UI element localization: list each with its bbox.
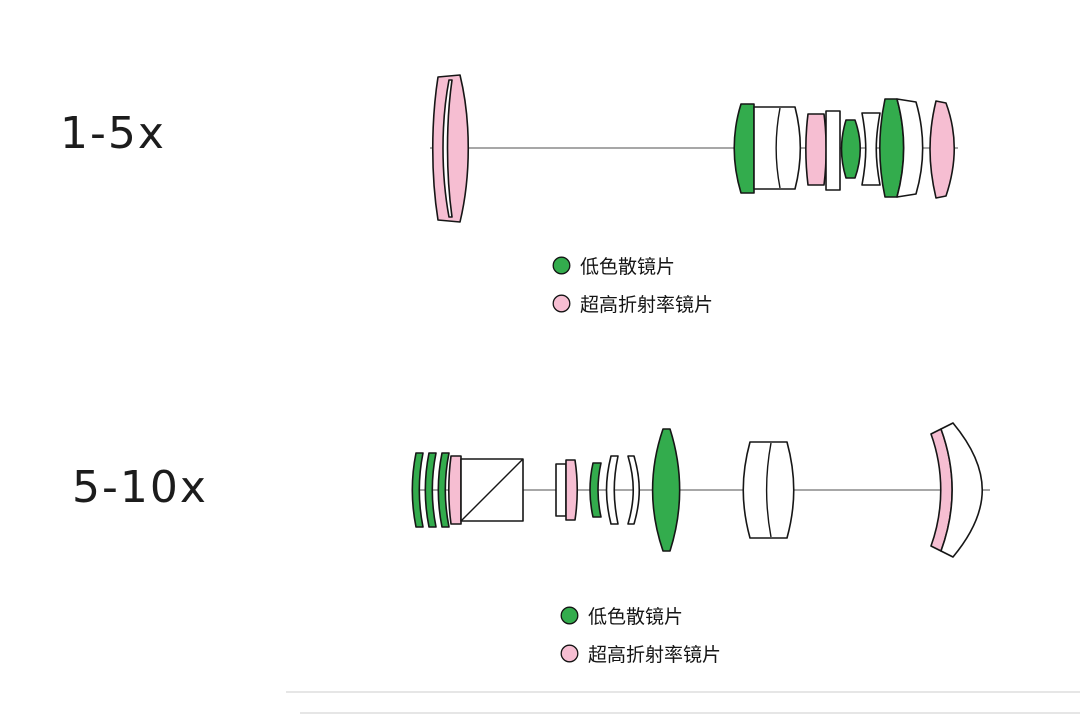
rear-pink-lens <box>804 113 828 186</box>
legend-item-low-dispersion: 低色散镜片 <box>560 602 721 629</box>
rear-pink-meniscus <box>929 100 956 199</box>
legend-label: 低色散镜片 <box>588 606 684 628</box>
legend-item-low-dispersion: 低色散镜片 <box>552 252 713 279</box>
green-lens-3 <box>437 452 450 528</box>
green-biconvex-lens <box>651 428 681 552</box>
green-lens-2 <box>424 452 437 528</box>
front-pink-meniscus <box>431 74 470 223</box>
white-lens-2 <box>627 455 640 525</box>
legend-item-high-refraction: 超高折射率镜片 <box>552 290 713 317</box>
front-cemented-surface <box>442 79 453 218</box>
white-lens-1 <box>605 455 619 525</box>
doublet-lens <box>742 441 795 539</box>
prism-diagonal <box>460 458 524 522</box>
pink-slab-lens <box>447 455 462 525</box>
legend-1-5x: 低色散镜片 超高折射率镜片 <box>552 252 713 317</box>
rear-lens-group <box>733 98 956 199</box>
zoom-1-5x-diagram <box>430 74 958 223</box>
middle-lens-group <box>555 428 681 552</box>
rear-white-slab <box>825 110 841 191</box>
white-slab-lens <box>555 463 567 517</box>
legend-label: 超高折射率镜片 <box>588 644 722 666</box>
legend-5-10x: 低色散镜片 超高折射率镜片 <box>560 602 721 667</box>
green-lens-1 <box>411 452 424 528</box>
high-refraction-swatch-icon <box>560 644 579 663</box>
legend-item-high-refraction: 超高折射率镜片 <box>560 640 721 667</box>
zoom-5-10x-label: 5-10x <box>72 462 208 513</box>
legend-label: 超高折射率镜片 <box>580 294 714 316</box>
low-dispersion-swatch-icon <box>560 606 579 625</box>
high-refraction-swatch-icon <box>552 294 571 313</box>
rear-green-lens-1 <box>733 103 755 194</box>
doublet-cement-line <box>765 442 772 538</box>
rear-white-lens-3 <box>896 98 924 198</box>
rear-meniscus-group <box>930 422 983 558</box>
rear-doublet-group <box>742 441 795 539</box>
rear-cement-line <box>775 107 781 189</box>
rear-green-lens-2 <box>840 119 862 179</box>
low-dispersion-swatch-icon <box>552 256 571 275</box>
green-lens-4 <box>589 462 602 518</box>
front-lens-group <box>431 74 470 223</box>
zoom-5-10x-diagram <box>411 422 990 558</box>
rear-white-meniscus <box>940 422 983 558</box>
legend-label: 低色散镜片 <box>580 256 676 278</box>
rear-white-lens-1 <box>753 106 802 190</box>
front-lens-group <box>411 452 524 528</box>
rear-white-lens-2 <box>861 112 881 186</box>
zoom-1-5x-label: 1-5x <box>60 108 166 159</box>
pink-lens <box>565 459 579 521</box>
